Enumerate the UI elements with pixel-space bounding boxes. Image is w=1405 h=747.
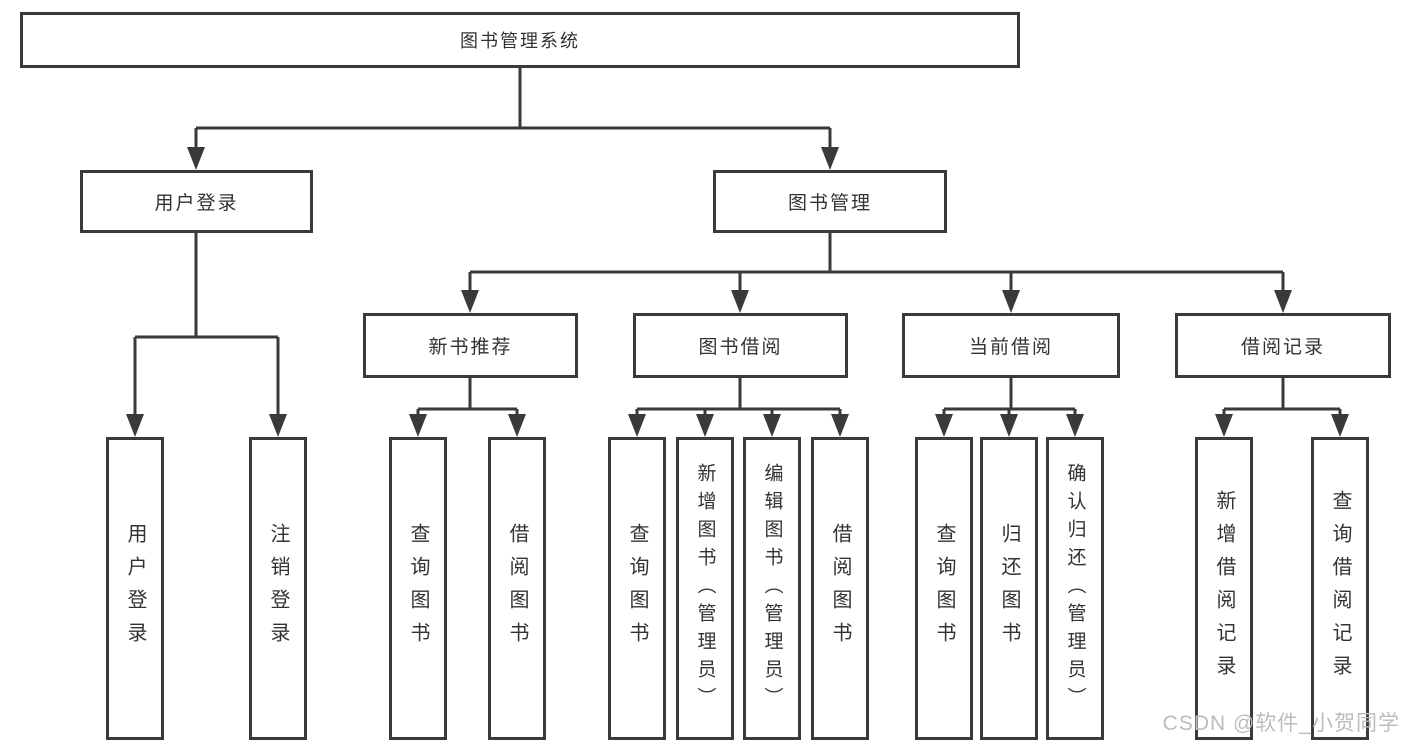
node-book-management: 图书管理 [713,170,947,233]
node-user-login: 用户登录 [80,170,313,233]
leaf-return-book: 归还图书 [980,437,1038,740]
leaf-query-book-borrow: 查询图书 [608,437,666,740]
node-new-book-recommend: 新书推荐 [363,313,578,378]
leaf-borrow-book-recommend-label: 借阅图书 [506,522,528,655]
arrowheads [126,147,1349,437]
leaf-query-book-borrow-label: 查询图书 [626,522,648,655]
leaf-query-borrow-record-label: 查询借阅记录 [1329,489,1351,688]
leaf-return-book-label: 归还图书 [998,522,1020,655]
node-library-management-system: 图书管理系统 [20,12,1020,68]
leaf-query-book-current-label: 查询图书 [933,522,955,655]
leaf-query-book-recommend-label: 查询图书 [407,522,429,655]
leaf-query-book-recommend: 查询图书 [389,437,447,740]
leaf-add-book-admin: 新增图书（管理员） [676,437,734,740]
leaf-borrow-book-recommend: 借阅图书 [488,437,546,740]
leaf-edit-book-admin: 编辑图书（管理员） [743,437,801,740]
leaf-edit-book-admin-label: 编辑图书（管理员） [761,462,783,715]
leaf-confirm-return-admin-label: 确认归还（管理员） [1064,462,1086,715]
leaf-confirm-return-admin: 确认归还（管理员） [1046,437,1104,740]
leaf-add-borrow-record: 新增借阅记录 [1195,437,1253,740]
leaf-add-book-admin-label: 新增图书（管理员） [694,462,716,715]
leaf-borrow-book: 借阅图书 [811,437,869,740]
node-borrow-record: 借阅记录 [1175,313,1391,378]
leaf-user-login-label: 用户登录 [124,522,146,655]
node-current-borrow: 当前借阅 [902,313,1120,378]
leaf-borrow-book-label: 借阅图书 [829,522,851,655]
leaf-query-borrow-record: 查询借阅记录 [1311,437,1369,740]
leaf-add-borrow-record-label: 新增借阅记录 [1213,489,1235,688]
leaf-logout: 注销登录 [249,437,307,740]
leaf-query-book-current: 查询图书 [915,437,973,740]
leaf-user-login: 用户登录 [106,437,164,740]
node-book-borrow: 图书借阅 [633,313,848,378]
leaf-logout-label: 注销登录 [267,522,289,655]
csdn-watermark: CSDN @软件_小贺同学 [1162,712,1400,735]
